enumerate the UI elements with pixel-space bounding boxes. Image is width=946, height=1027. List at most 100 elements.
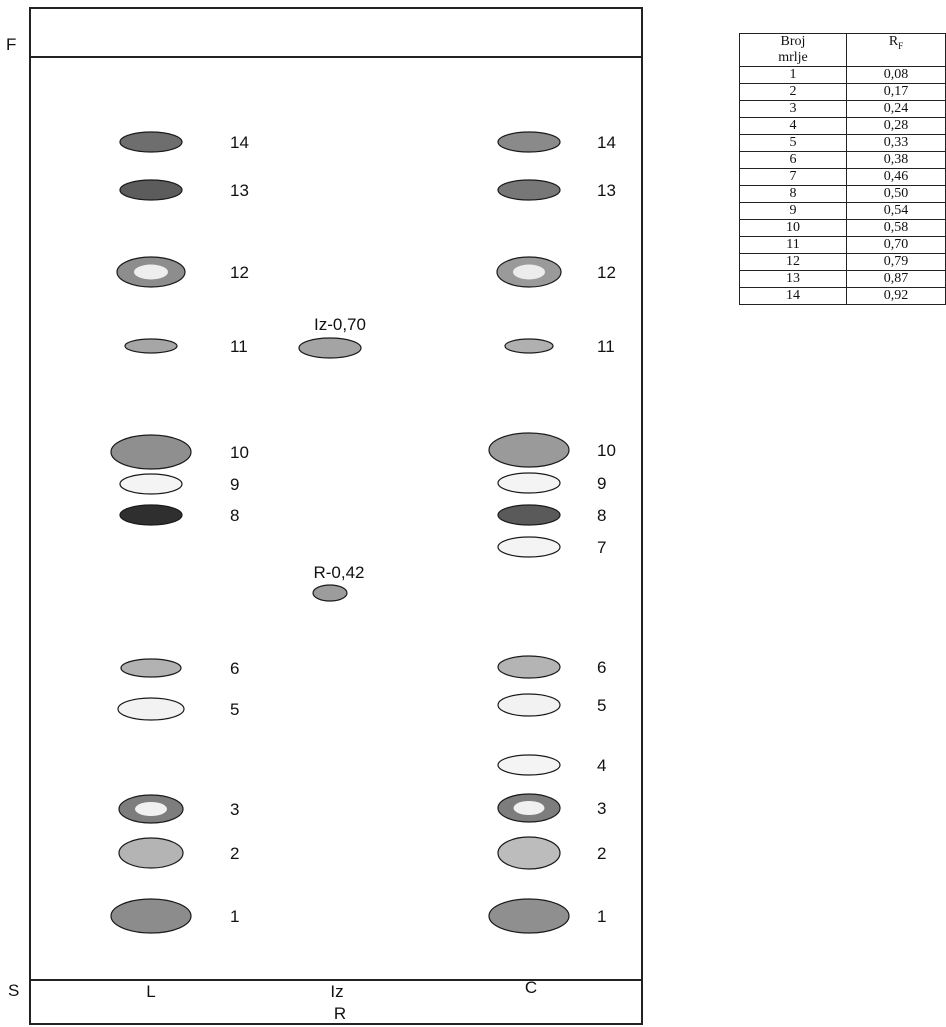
spot-number: 1: [230, 907, 239, 926]
rf-spot-number: 6: [740, 152, 847, 169]
spot-core: [134, 265, 168, 280]
spot-number: 9: [230, 475, 239, 494]
spot-C-6: 6: [498, 656, 606, 678]
header-rf-sub: F: [898, 41, 903, 51]
rf-table-header: Broj mrlje RF: [740, 34, 946, 67]
spot-ellipse: [120, 180, 182, 200]
spot-number: 12: [230, 263, 249, 282]
spot-ellipse: [120, 132, 182, 152]
spot-ellipse: [498, 694, 560, 716]
spot-ellipse: [498, 180, 560, 200]
spot-C-5: 5: [498, 694, 606, 716]
lane-label-C: C: [525, 978, 537, 997]
spot-number: 11: [230, 337, 248, 356]
spot-L-11: 11: [125, 337, 248, 356]
rf-value: 0,58: [847, 220, 946, 237]
rf-spot-number: 13: [740, 271, 847, 288]
rf-value: 0,33: [847, 135, 946, 152]
spot-C-14: 14: [498, 132, 616, 152]
spot-core: [513, 265, 545, 280]
rf-table-row: 90,54: [740, 203, 946, 220]
spot-ellipse: [118, 698, 184, 720]
rf-spot-number: 12: [740, 254, 847, 271]
spot-number: 12: [597, 263, 616, 282]
header-rf: RF: [847, 34, 946, 67]
rf-spot-number: 5: [740, 135, 847, 152]
lane-label-L: L: [146, 982, 155, 1001]
rf-spot-number: 14: [740, 288, 847, 305]
header-rf-main: R: [889, 34, 898, 49]
spot-Iz-2: R-0,42: [313, 563, 365, 601]
spot-ellipse: [498, 755, 560, 775]
spot-number: 9: [597, 474, 606, 493]
spot-ellipse: [489, 899, 569, 933]
spot-ellipse: [299, 338, 361, 358]
spot-number: 1: [597, 907, 606, 926]
rf-spot-number: 1: [740, 67, 847, 84]
rf-spot-number: 3: [740, 101, 847, 118]
spot-number: 8: [230, 506, 239, 525]
start-label: S: [8, 981, 19, 1000]
spot-L-1: 1: [111, 899, 239, 933]
rf-value: 0,79: [847, 254, 946, 271]
spot-number: 2: [230, 844, 239, 863]
spot-ellipse: [489, 433, 569, 467]
spot-C-10: 10: [489, 433, 616, 467]
spot-ellipse: [125, 339, 177, 353]
spot-ellipse: [498, 132, 560, 152]
spot-L-10: 10: [111, 435, 249, 469]
spot-L-13: 13: [120, 180, 249, 200]
spot-L-14: 14: [120, 132, 249, 152]
spot-number: 6: [597, 658, 606, 677]
spot-L-2: 2: [119, 838, 239, 868]
rf-value: 0,17: [847, 84, 946, 101]
spot-number: 3: [597, 799, 606, 818]
spot-number: 13: [597, 181, 616, 200]
spot-C-8: 8: [498, 505, 606, 525]
spot-C-9: 9: [498, 473, 606, 493]
spot-C-1: 1: [489, 899, 606, 933]
header-spot-number: Broj mrlje: [740, 34, 847, 67]
spot-number: 3: [230, 800, 239, 819]
rf-spot-number: 10: [740, 220, 847, 237]
bottom-label: R: [334, 1004, 346, 1023]
rf-spot-number: 7: [740, 169, 847, 186]
spot-L-6: 6: [121, 659, 239, 678]
rf-spot-number: 8: [740, 186, 847, 203]
spot-number: 11: [597, 337, 615, 356]
spot-C-11: 11: [505, 337, 615, 356]
spot-number: 7: [597, 538, 606, 557]
spot-number: 5: [230, 700, 239, 719]
spot-number: 5: [597, 696, 606, 715]
spot-L-3: 3: [119, 795, 239, 823]
rf-value: 0,08: [847, 67, 946, 84]
spot-rf-tag: R-0,42: [313, 563, 364, 582]
header-spot-number-line2: mrlje: [778, 50, 808, 65]
spot-ellipse: [498, 505, 560, 525]
spot-number: 14: [597, 133, 616, 152]
front-label: F: [6, 35, 16, 54]
spot-C-3: 3: [498, 794, 606, 822]
spot-C-4: 4: [498, 755, 606, 775]
spots-layer: 14131211109865321Iz-0,70R-0,421413121110…: [111, 132, 616, 933]
spot-L-12: 12: [117, 257, 249, 287]
spot-ellipse: [119, 838, 183, 868]
spot-ellipse: [498, 656, 560, 678]
header-spot-number-line1: Broj: [781, 34, 806, 49]
spot-C-2: 2: [498, 837, 606, 869]
rf-value: 0,70: [847, 237, 946, 254]
spot-ellipse: [111, 899, 191, 933]
spot-L-8: 8: [120, 505, 239, 525]
spot-ellipse: [498, 537, 560, 557]
spot-ellipse: [498, 473, 560, 493]
rf-table-row: 70,46: [740, 169, 946, 186]
spot-rf-tag: Iz-0,70: [314, 315, 366, 334]
